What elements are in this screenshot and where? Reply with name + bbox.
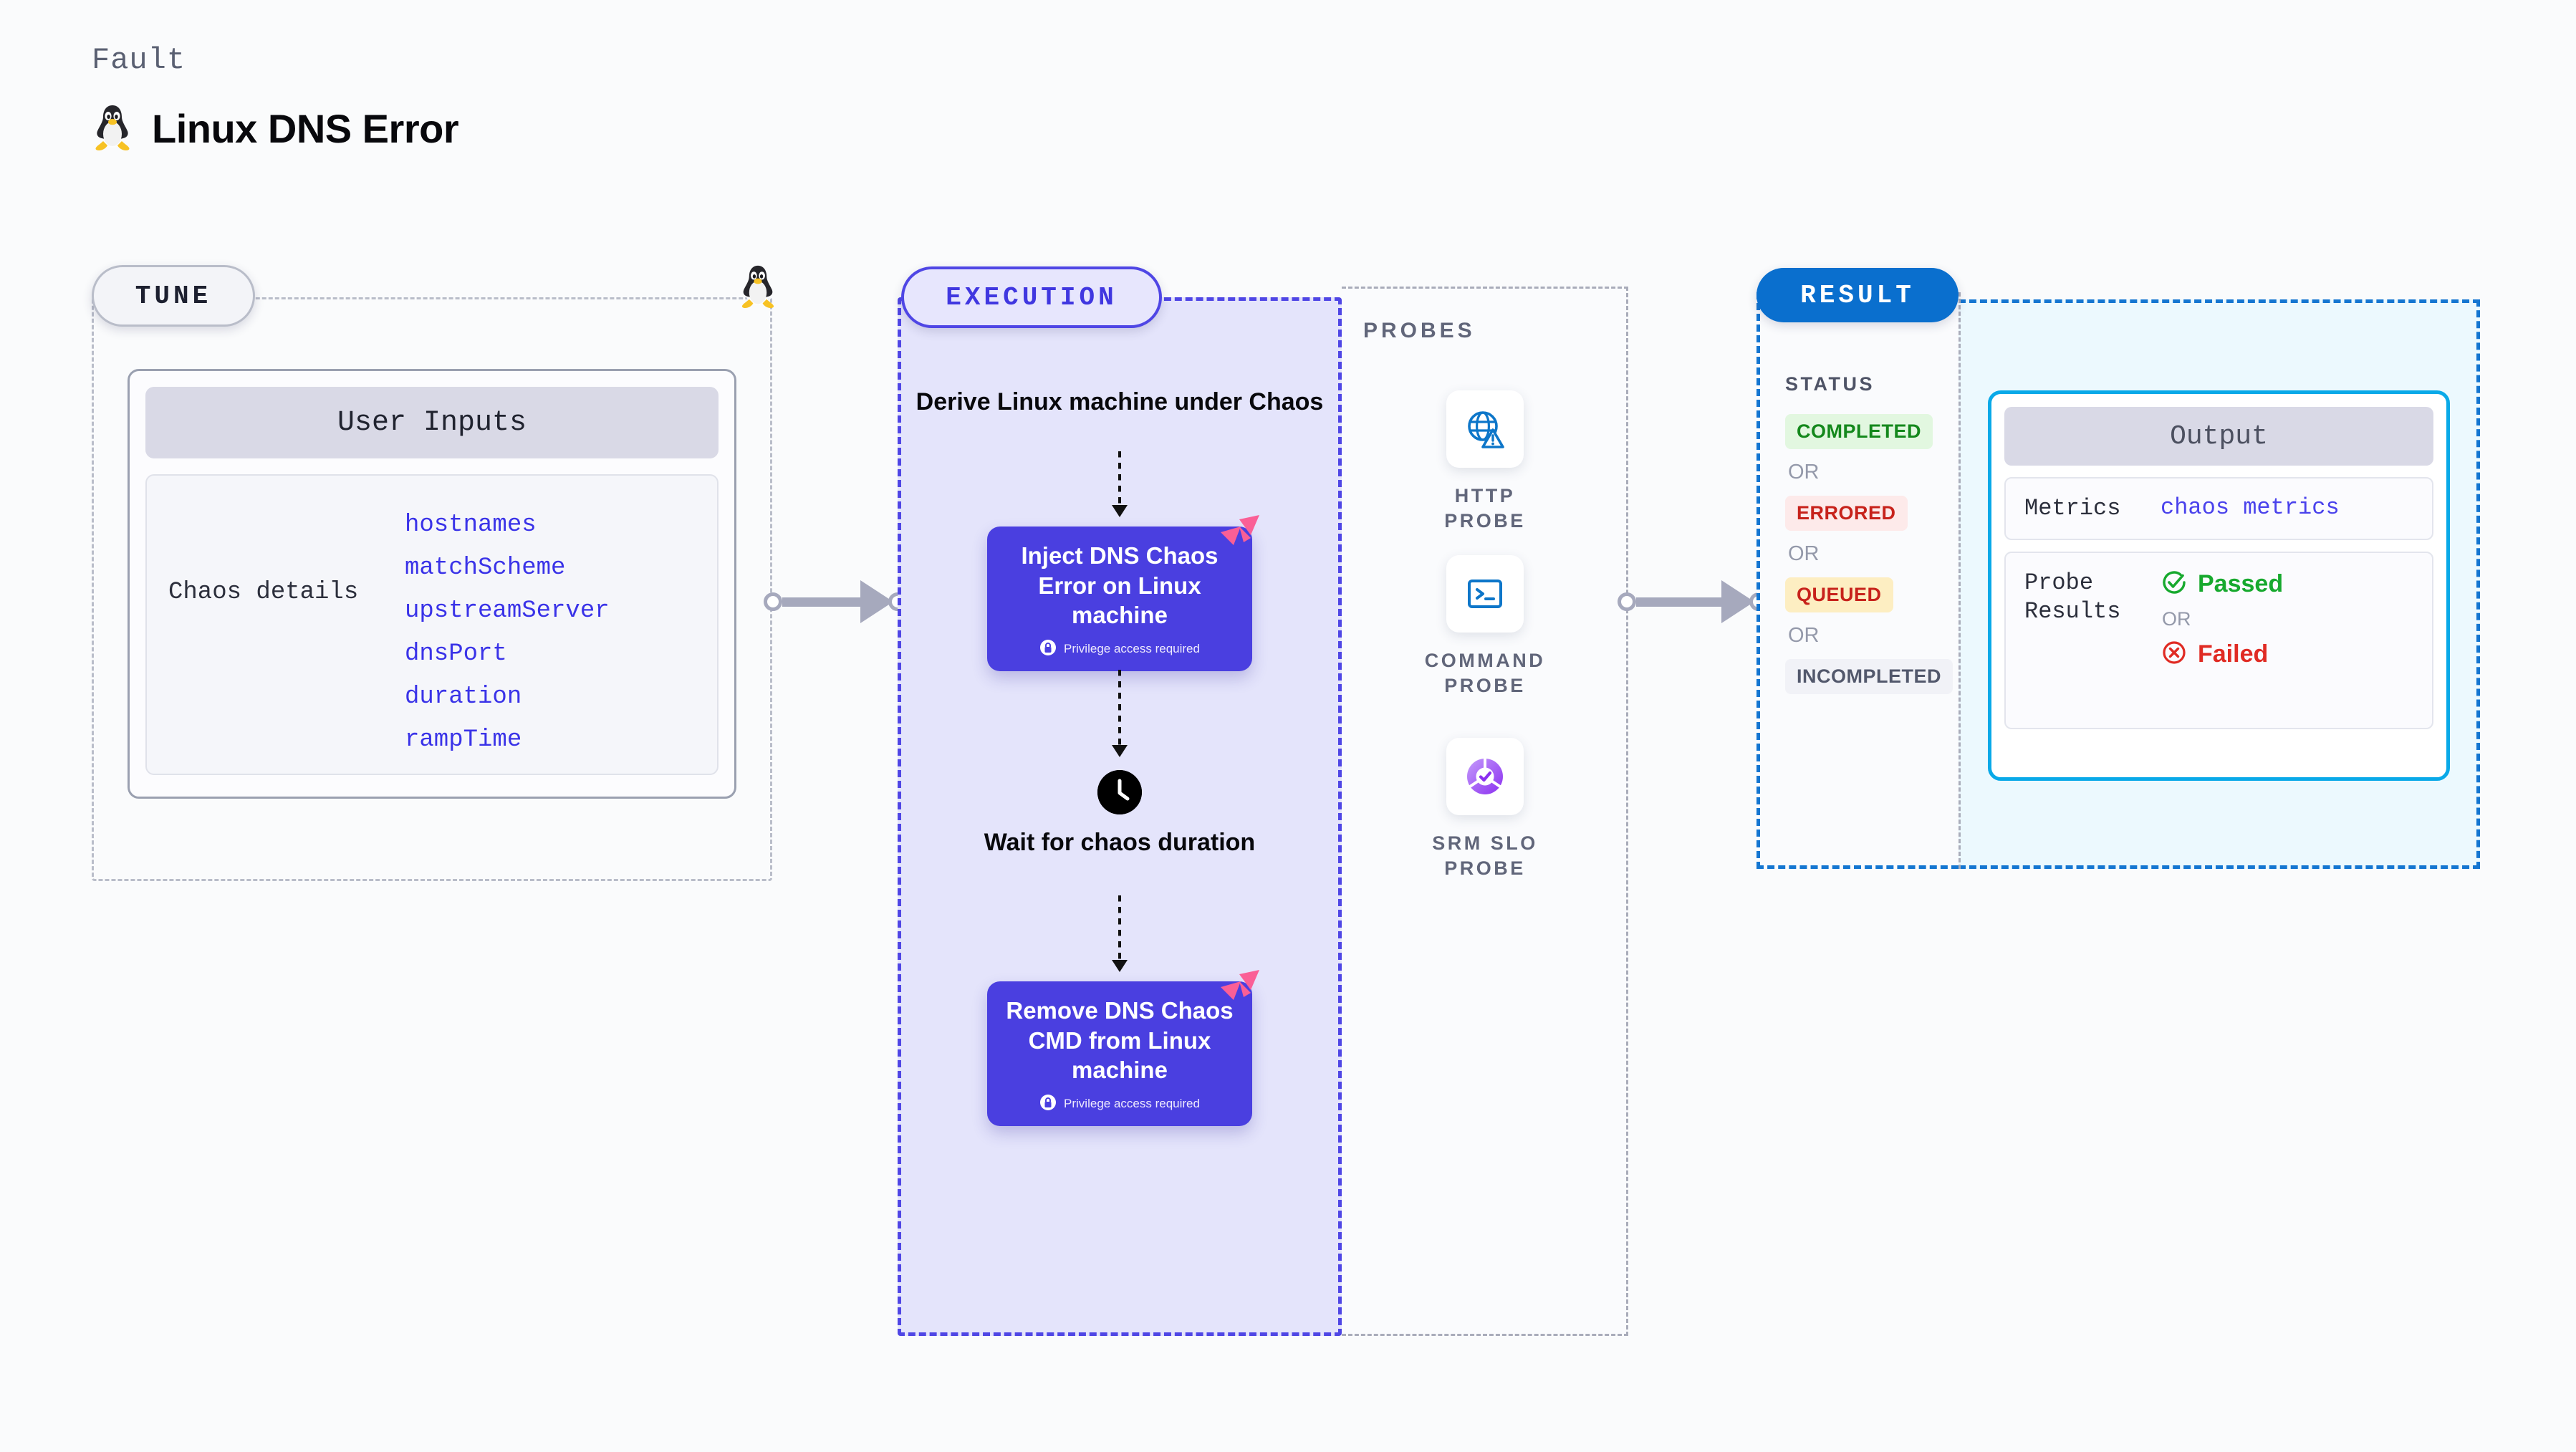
connector-line: [782, 597, 860, 607]
fault-title-row: Linux DNS Error: [92, 103, 459, 154]
probe-result-passed: Passed: [2161, 569, 2283, 600]
flow-arrow-head-1: [1112, 505, 1128, 517]
result-status-divider: [1959, 292, 1961, 869]
user-inputs-header: User Inputs: [145, 387, 719, 458]
status-or: OR: [1788, 542, 1820, 565]
check-circle-icon: [2161, 569, 2188, 600]
tune-badge[interactable]: TUNE: [92, 265, 255, 327]
litmus-ribbon-icon: [1218, 514, 1264, 558]
connector-execution-result: [1618, 580, 1768, 623]
privilege-note: Privilege access required: [1000, 639, 1239, 660]
execution-flow: Derive Linux machine under Chaos Inject …: [898, 297, 1342, 1336]
step-card-title: Remove DNS Chaos CMD from Linux machine: [1006, 997, 1234, 1084]
chaos-input-list: hostnames matchScheme upstreamServer dns…: [405, 494, 610, 755]
probe-srm-slo[interactable]: SRM SLO PROBE: [1413, 738, 1557, 881]
flow-arrow-head-3: [1112, 960, 1128, 972]
connector-tune-execution: [764, 580, 907, 623]
clock-icon: [1097, 770, 1142, 814]
list-item[interactable]: matchScheme: [405, 554, 566, 582]
status-or: OR: [1788, 461, 1820, 484]
probe-result-or: OR: [2162, 608, 2191, 630]
probe-result-failed: Failed: [2161, 639, 2283, 670]
fault-kicker: Fault: [92, 43, 186, 77]
status-badge: INCOMPLETED: [1785, 659, 1953, 694]
output-probe-row: Probe Results Passed OR: [2004, 552, 2433, 729]
output-metrics-label: Metrics: [2024, 495, 2121, 521]
flow-arrow-3: [1118, 895, 1121, 963]
probe-command[interactable]: COMMAND PROBE: [1413, 555, 1557, 698]
terminal-icon: [1446, 555, 1524, 633]
status-badge: ERRORED: [1785, 496, 1908, 531]
user-inputs-card: User Inputs Chaos details hostnames matc…: [128, 369, 736, 799]
flow-step-derive: Derive Linux machine under Chaos: [915, 388, 1324, 415]
lock-icon: [1039, 1094, 1057, 1115]
list-item[interactable]: rampTime: [405, 726, 522, 754]
step-card-remove[interactable]: Remove DNS Chaos CMD from Linux machine …: [987, 970, 1259, 1126]
result-badge[interactable]: RESULT: [1756, 268, 1959, 322]
connector-start-dot: [764, 592, 782, 611]
flow-arrow-2: [1118, 670, 1121, 749]
list-item[interactable]: hostnames: [405, 511, 537, 539]
probe-http[interactable]: HTTP PROBE: [1413, 390, 1557, 534]
status-list: COMPLETED OR ERRORED OR QUEUED OR INCOMP…: [1785, 414, 1953, 694]
execution-badge[interactable]: EXECUTION: [901, 266, 1162, 328]
lock-icon: [1039, 639, 1057, 660]
list-item[interactable]: upstreamServer: [405, 597, 610, 625]
litmus-ribbon-icon: [1218, 968, 1264, 1013]
chaos-details-box: Chaos details hostnames matchScheme upst…: [145, 474, 719, 775]
connector-arrow-head: [1721, 580, 1754, 623]
flow-arrow-1: [1118, 451, 1121, 509]
flow-step-wait: Wait for chaos duration: [984, 829, 1256, 856]
status-badge: QUEUED: [1785, 577, 1893, 612]
connector-start-dot: [1618, 592, 1636, 611]
page-header: Fault Linux DNS Error: [92, 43, 459, 154]
output-metrics-value[interactable]: chaos metrics: [2161, 494, 2340, 521]
probe-label: HTTP PROBE: [1444, 485, 1526, 532]
privilege-text: Privilege access required: [1064, 1097, 1200, 1111]
probe-failed-label: Failed: [2198, 640, 2269, 668]
step-card-inject[interactable]: Inject DNS Chaos Error on Linux machine …: [987, 515, 1259, 671]
page-title: Linux DNS Error: [152, 106, 459, 151]
status-badge: COMPLETED: [1785, 414, 1933, 449]
probe-result-values: Passed OR Failed: [2161, 569, 2283, 712]
probe-passed-label: Passed: [2198, 570, 2284, 597]
output-header: Output: [2004, 407, 2433, 466]
output-probe-label: Probe Results: [2024, 569, 2121, 625]
step-card-title: Inject DNS Chaos Error on Linux machine: [1021, 542, 1219, 629]
privilege-note: Privilege access required: [1000, 1094, 1239, 1115]
probes-title: PROBES: [1363, 319, 1476, 342]
list-item[interactable]: dnsPort: [405, 640, 507, 668]
probe-label: COMMAND PROBE: [1424, 650, 1546, 697]
flow-arrow-head-2: [1112, 745, 1128, 757]
x-circle-icon: [2161, 639, 2188, 670]
output-card: Output Metrics chaos metrics Probe Resul…: [1988, 390, 2450, 781]
globe-warning-icon: [1446, 390, 1524, 468]
linux-tux-icon: [92, 103, 133, 154]
status-title: STATUS: [1785, 373, 1875, 395]
slo-donut-check-icon: [1446, 738, 1524, 815]
linux-tux-edge-icon: [738, 264, 778, 312]
tune-panel: [92, 297, 772, 881]
chaos-details-label: Chaos details: [168, 579, 359, 606]
probe-label: SRM SLO PROBE: [1432, 832, 1538, 880]
list-item[interactable]: duration: [405, 683, 522, 711]
output-metrics-row: Metrics chaos metrics: [2004, 477, 2433, 540]
connector-line: [1636, 597, 1721, 607]
privilege-text: Privilege access required: [1064, 642, 1200, 656]
status-or: OR: [1788, 624, 1820, 647]
connector-arrow-head: [860, 580, 893, 623]
